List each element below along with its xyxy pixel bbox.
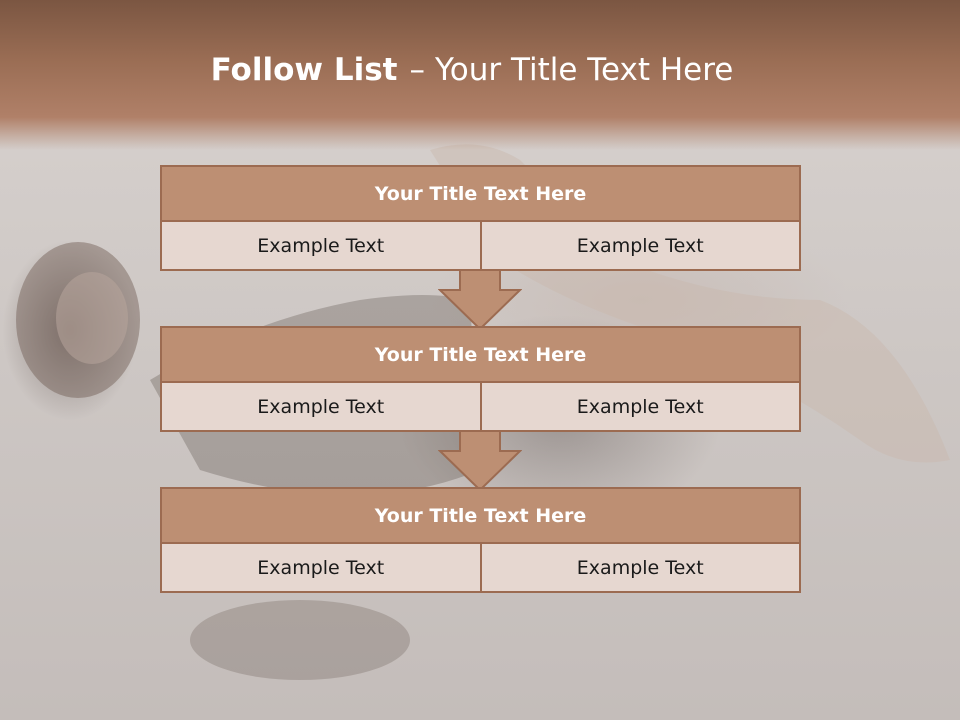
list-block-2: Your Title Text Here Example Text Exampl… — [160, 326, 801, 432]
title-rest: Your Title Text Here — [434, 52, 734, 88]
block-cell-right: Example Text — [481, 222, 801, 271]
block-cell-right: Example Text — [481, 383, 801, 432]
block-heading: Your Title Text Here — [160, 487, 801, 544]
block-cell-left: Example Text — [160, 222, 482, 271]
block-heading: Your Title Text Here — [160, 326, 801, 383]
block-heading: Your Title Text Here — [160, 165, 801, 222]
down-arrow-icon — [438, 430, 522, 492]
block-row: Example Text Example Text — [160, 222, 801, 271]
list-block-1: Your Title Text Here Example Text Exampl… — [160, 165, 801, 271]
block-row: Example Text Example Text — [160, 383, 801, 432]
block-row: Example Text Example Text — [160, 544, 801, 593]
slide-title: Follow List–Your Title Text Here — [0, 52, 944, 88]
title-dash: – — [409, 52, 425, 88]
block-cell-left: Example Text — [160, 544, 482, 593]
title-bold: Follow List — [210, 52, 398, 88]
list-block-3: Your Title Text Here Example Text Exampl… — [160, 487, 801, 593]
title-band — [0, 0, 960, 150]
block-cell-right: Example Text — [481, 544, 801, 593]
down-arrow-icon — [438, 269, 522, 331]
block-cell-left: Example Text — [160, 383, 482, 432]
